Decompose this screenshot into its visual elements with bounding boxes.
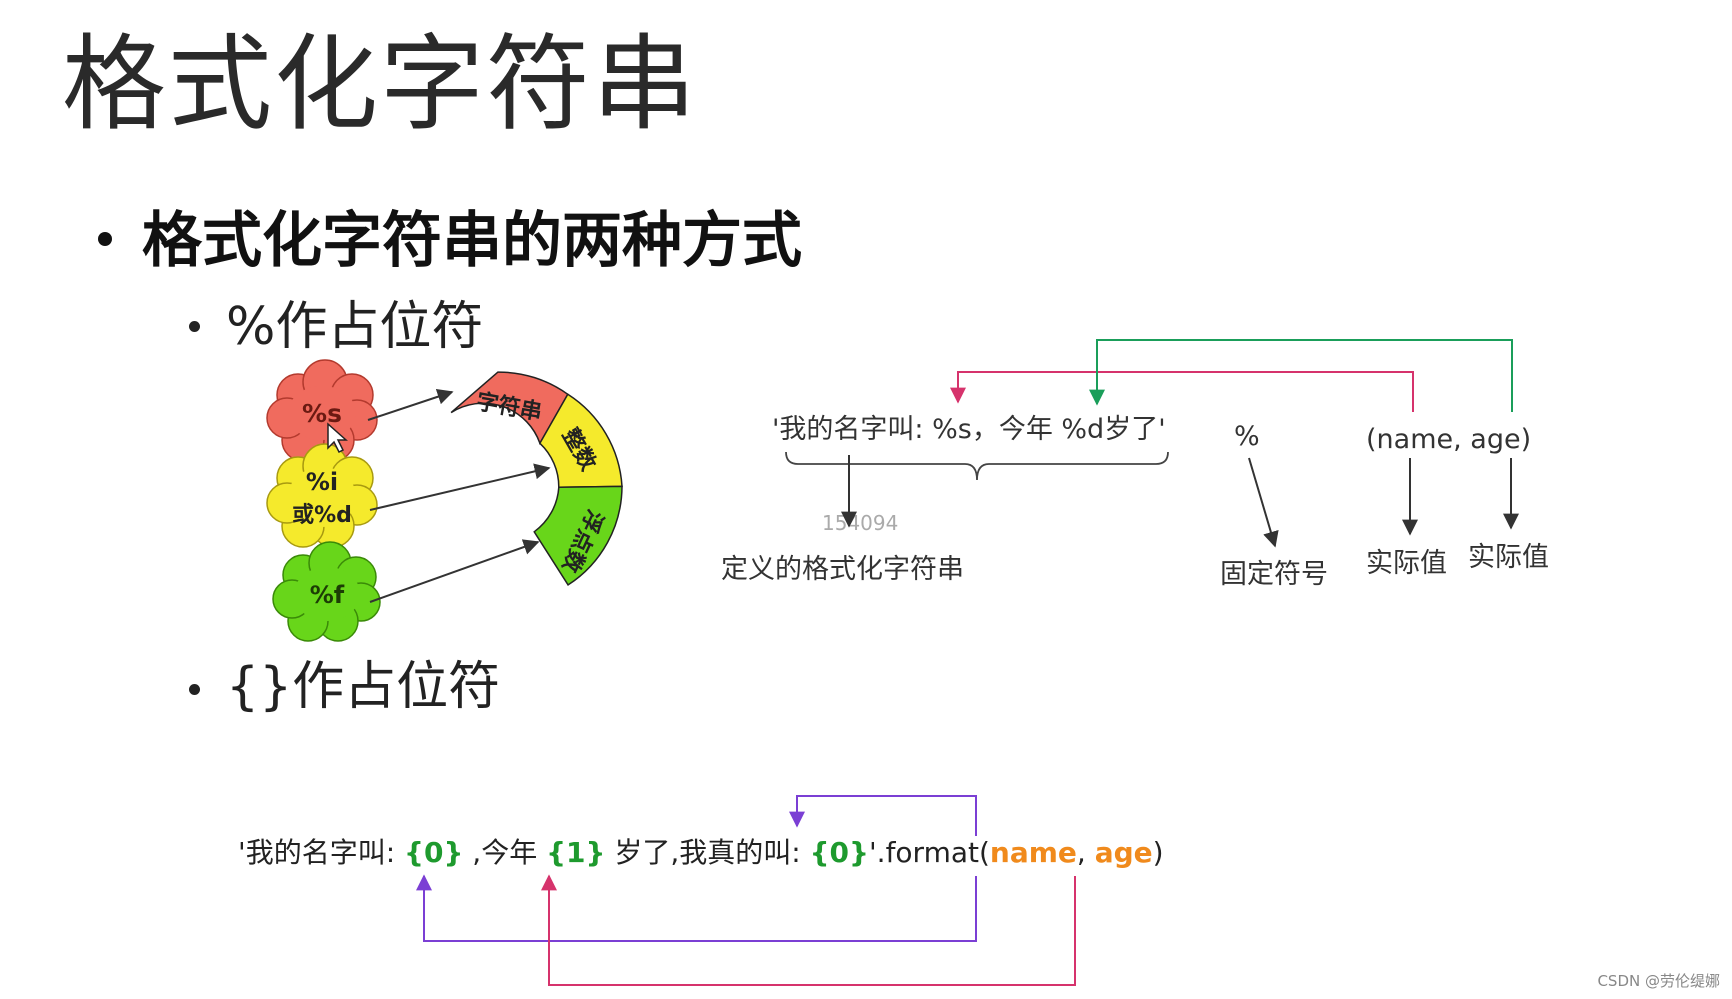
label-fixed-symbol: 固定符号 bbox=[1220, 559, 1328, 590]
percent-format-string: '我的名字叫: %s，今年 %d岁了' bbox=[772, 414, 1166, 445]
brace-text-2: ,今年 bbox=[463, 836, 546, 869]
bullet-two-ways: 格式化字符串的两种方式 bbox=[142, 206, 802, 276]
watermark: CSDN @劳伦缇娜 bbox=[1597, 972, 1720, 990]
arrow-age-to-1 bbox=[541, 874, 1076, 986]
arrow-age-to-d bbox=[1089, 339, 1513, 412]
bullet-percent-placeholder: %作占位符 bbox=[226, 297, 484, 357]
arrow-name-to-0a bbox=[416, 874, 977, 942]
brace-text-6: ) bbox=[1153, 836, 1164, 869]
bullet-dot bbox=[189, 684, 200, 695]
cursor-icon bbox=[327, 422, 348, 454]
arrow-f-to-float bbox=[369, 539, 540, 603]
cloud-d-label: 或%d bbox=[292, 502, 352, 528]
bullet-brace-placeholder: {}作占位符 bbox=[226, 657, 501, 717]
brace-text-5: , bbox=[1077, 836, 1095, 869]
band-string bbox=[450, 371, 569, 446]
overlay-number: 154094 bbox=[822, 511, 898, 535]
type-arrows bbox=[367, 388, 551, 603]
label-actual-value-2: 实际值 bbox=[1468, 542, 1549, 573]
arrow-d-to-integer bbox=[369, 463, 551, 511]
cloud-s-label: %s bbox=[302, 399, 342, 428]
label-actual-value-1: 实际值 bbox=[1366, 548, 1447, 579]
percent-sign: % bbox=[1234, 421, 1260, 452]
brace-format-string: '我的名字叫: {0} ,今年 {1} 岁了,我真的叫: {0}'.format… bbox=[238, 836, 1164, 869]
cloud-f-label: %f bbox=[310, 581, 345, 609]
placeholder-0a: {0} bbox=[404, 836, 463, 869]
band-float bbox=[533, 485, 623, 586]
band-integer bbox=[538, 393, 623, 489]
bullet-dot bbox=[98, 232, 112, 246]
cloud-i-d: %i 或%d bbox=[266, 443, 378, 548]
placeholder-1: {1} bbox=[546, 836, 605, 869]
cloud-s: %s bbox=[266, 359, 378, 462]
arrow-name-to-s bbox=[950, 371, 1414, 412]
arrow-s-to-string bbox=[367, 388, 454, 421]
percent-args: (name, age) bbox=[1366, 424, 1531, 455]
slide-title: 格式化字符串 bbox=[62, 23, 699, 145]
brace-text-3: 岁了,我真的叫: bbox=[605, 836, 809, 869]
brace-text-1: '我的名字叫: bbox=[238, 836, 404, 869]
arrow-to-fixed bbox=[1248, 457, 1279, 548]
type-arc: 字符串 整数 浮点数 bbox=[450, 371, 623, 586]
brace-text-4: '.format( bbox=[869, 836, 990, 869]
cloud-i-label: %i bbox=[306, 468, 338, 496]
arrow-name-to-0b bbox=[789, 795, 977, 836]
arg-name: name bbox=[990, 836, 1077, 869]
label-defined-format-string: 定义的格式化字符串 bbox=[721, 554, 964, 585]
placeholder-0b: {0} bbox=[810, 836, 869, 869]
arg-age: age bbox=[1095, 836, 1153, 869]
brace-underline bbox=[785, 451, 1169, 481]
cloud-f: %f bbox=[272, 541, 381, 642]
bullet-dot bbox=[189, 321, 200, 332]
